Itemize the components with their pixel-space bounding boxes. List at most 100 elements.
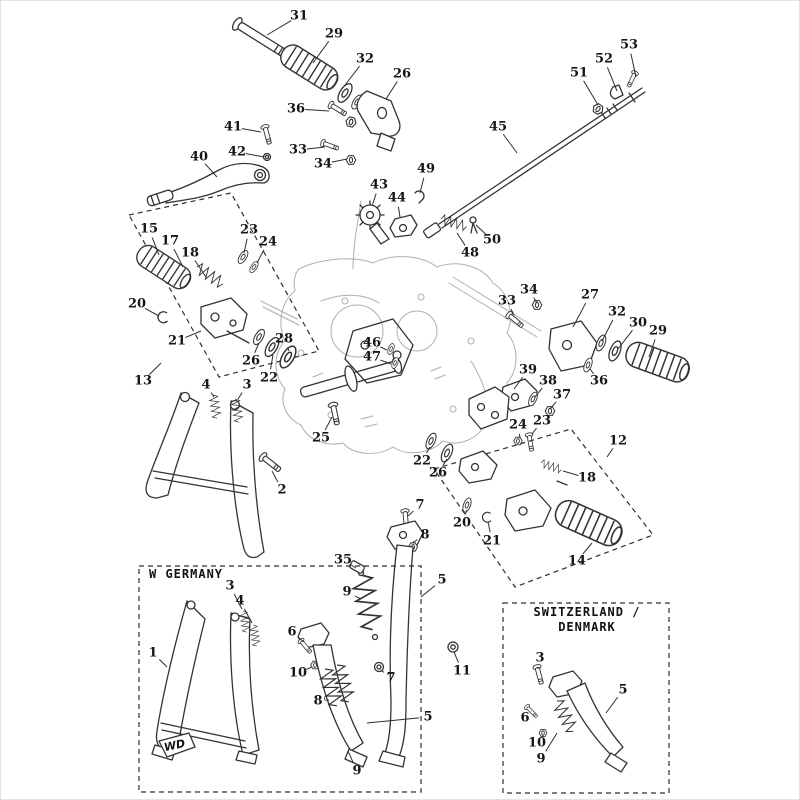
leader-line-47 <box>380 359 392 365</box>
leader-line-41 <box>241 128 262 133</box>
leader-line-28 <box>287 347 290 352</box>
part-callout-9: 9 <box>536 752 545 767</box>
part-callout-39: 39 <box>519 363 537 378</box>
part-callout-18: 18 <box>181 246 199 261</box>
leader-line-15 <box>151 237 160 256</box>
leader-line-21 <box>185 330 202 338</box>
leader-line-35 <box>350 564 357 569</box>
leader-line-22 <box>270 354 274 370</box>
part-callout-33: 33 <box>289 143 307 158</box>
leader-line-3 <box>237 392 243 400</box>
leader-line-12 <box>606 448 614 458</box>
side-stand <box>349 507 459 768</box>
frame-engine-sketch <box>260 200 542 454</box>
leader-line-13 <box>149 362 162 375</box>
brake-rod-assembly <box>355 69 646 245</box>
part-callout-24: 24 <box>509 418 527 433</box>
leader-line-29 <box>648 339 656 358</box>
leader-line-20 <box>144 307 160 317</box>
leader-line-7 <box>407 510 414 517</box>
part-callout-40: 40 <box>190 150 208 165</box>
leader-line-37 <box>549 401 557 410</box>
leader-line-51 <box>583 80 599 106</box>
brake-pedal <box>146 162 270 207</box>
leader-line-10 <box>542 734 544 737</box>
leader-line-33 <box>306 146 326 150</box>
part-callout-27: 27 <box>581 288 599 303</box>
leader-line-9 <box>545 732 558 752</box>
leader-line-18 <box>194 260 207 278</box>
right-footrest-assembly <box>468 300 694 453</box>
leader-line-46 <box>379 346 388 351</box>
part-callout-21: 21 <box>168 334 186 349</box>
leader-line-4 <box>243 608 253 624</box>
group-box-switzerland-denmark <box>502 602 670 794</box>
part-callout-50: 50 <box>483 233 501 248</box>
part-callout-33: 33 <box>498 294 516 309</box>
leader-line-31 <box>266 20 292 36</box>
leader-line-34 <box>331 158 348 163</box>
part-callout-6: 6 <box>287 625 296 640</box>
part-callout-5: 5 <box>437 573 446 588</box>
leader-line-50 <box>475 224 486 235</box>
part-callout-48: 48 <box>461 246 479 261</box>
leader-line-29 <box>312 40 330 64</box>
leader-line-34 <box>533 297 538 304</box>
leader-line-32 <box>341 65 360 90</box>
part-callout-8: 8 <box>420 528 429 543</box>
main-stand <box>145 391 284 559</box>
part-callout-9: 9 <box>352 764 361 779</box>
front-left-footrest-assembly <box>231 17 401 165</box>
part-callout-43: 43 <box>370 178 388 193</box>
part-callout-34: 34 <box>520 283 538 298</box>
region-label-switzerland-line1: SWITZERLAND / <box>533 605 641 619</box>
part-callout-22: 22 <box>260 371 278 386</box>
region-label-switzerland-denmark: SWITZERLAND / DENMARK <box>509 605 665 635</box>
leader-line-5 <box>366 717 420 724</box>
leader-line-5 <box>420 585 436 598</box>
part-callout-6: 6 <box>520 711 529 726</box>
part-callout-44: 44 <box>388 191 406 206</box>
group-box-12 <box>423 428 654 588</box>
leader-line-3 <box>233 593 243 610</box>
part-callout-5: 5 <box>618 683 627 698</box>
part-callout-34: 34 <box>314 157 332 172</box>
leader-line-4 <box>210 392 215 398</box>
part-callout-45: 45 <box>489 120 507 135</box>
leader-line-17 <box>173 248 184 268</box>
leader-line-21 <box>487 521 491 533</box>
part-callout-52: 52 <box>595 52 613 67</box>
part-callout-23: 23 <box>240 223 258 238</box>
part-callout-21: 21 <box>483 534 501 549</box>
part-callout-3: 3 <box>225 579 234 594</box>
leader-lines-layer <box>144 20 656 763</box>
leader-line-45 <box>502 133 518 154</box>
leader-line-24 <box>518 433 521 439</box>
leader-line-11 <box>453 651 459 663</box>
part-callout-22: 22 <box>413 454 431 469</box>
part-callout-49: 49 <box>417 162 435 177</box>
region-label-switzerland-line2: DENMARK <box>558 620 616 634</box>
leader-line-14 <box>582 542 593 555</box>
leader-line-8 <box>411 539 418 544</box>
leader-line-38 <box>534 387 543 398</box>
leader-line-52 <box>606 67 618 92</box>
part-callout-38: 38 <box>539 374 557 389</box>
leader-line-9 <box>354 595 362 600</box>
leader-line-36 <box>589 368 594 375</box>
leader-line-9 <box>347 750 354 763</box>
leader-line-23 <box>243 238 248 254</box>
leader-line-39 <box>513 376 524 390</box>
part-callout-14: 14 <box>568 554 586 569</box>
part-callout-30: 30 <box>629 316 647 331</box>
part-callout-4: 4 <box>201 378 210 393</box>
leader-line-26 <box>442 458 448 466</box>
part-callout-7: 7 <box>386 671 395 686</box>
part-callout-7: 7 <box>415 498 424 513</box>
leader-line-27 <box>572 302 587 328</box>
part-callout-32: 32 <box>608 305 626 320</box>
leader-line-42 <box>245 153 265 158</box>
part-callout-10: 10 <box>528 736 546 751</box>
